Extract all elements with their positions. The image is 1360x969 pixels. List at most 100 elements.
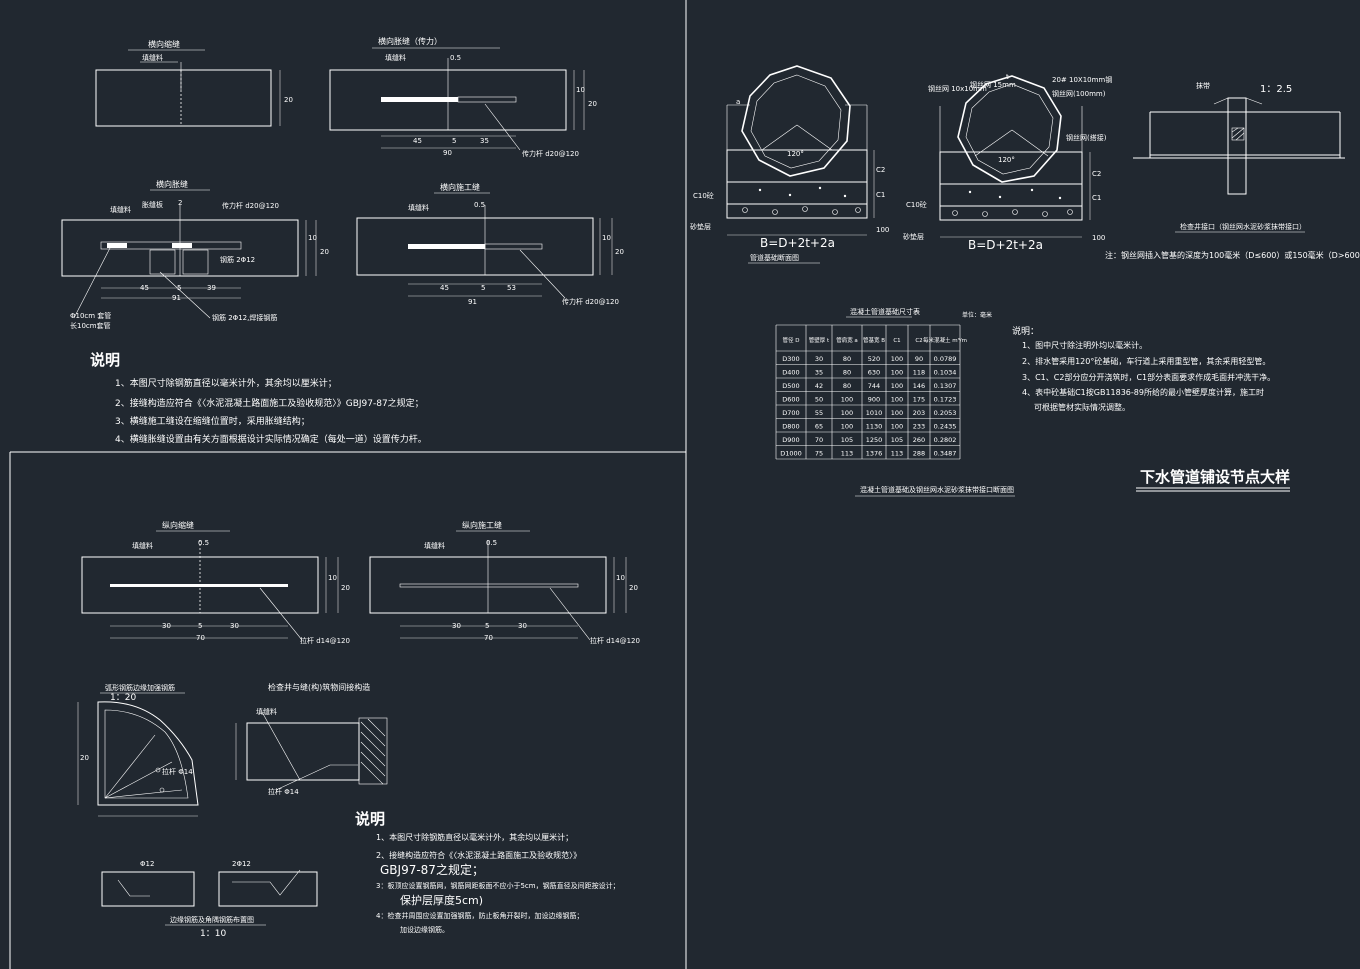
board-label-c: 胀缝板 [142, 200, 163, 209]
note-r-4: 4、表中砼基础C1按GB11836-89所给的最小管壁厚度计算，施工时 [1022, 387, 1264, 397]
table-cell: D900 [782, 436, 799, 444]
table-cell: 260 [913, 436, 925, 444]
detail-f-title: 纵向施工缝 [462, 520, 502, 530]
dim-10-b: 10 [576, 86, 585, 94]
dim-20-a: 20 [284, 96, 293, 104]
note-r-3: 3、C1、C2部分应分开浇筑时，C1部分表面要求作成毛面并冲洗干净。 [1022, 372, 1275, 382]
table-cell: 100 [891, 382, 903, 390]
dim-45-c: 45 [140, 284, 149, 292]
note-tl-3: 3、横缝施工缝设在缩缝位置时，采用胀缝结构； [115, 415, 310, 427]
dim-53-d: 53 [507, 284, 516, 292]
detail-b-title: 横向胀缝（传力） [378, 36, 442, 46]
dim-5-b: 5 [452, 137, 456, 145]
sheet-title: 下水管道铺设节点大样 [1140, 468, 1290, 486]
table-cell: 80 [843, 355, 851, 363]
table-cell: 900 [868, 396, 880, 404]
detail-small-edge-bars: Φ12 2Φ12 边缘钢筋及角隅钢筋布置图 1：10 [101, 860, 318, 939]
foot-note: 注：钢丝网插入管基的深度为100毫米（D≤600）或150毫米（D>600）。 [1105, 250, 1360, 260]
note-r-2: 2、排水管采用120°砼基础，车行道上采用重型管，其余采用轻型管。 [1022, 356, 1270, 366]
table-header-cell: 每米混凝土 m³/m [923, 336, 967, 344]
dim-2-c: 2 [178, 199, 182, 207]
dim-20-e: 20 [341, 584, 350, 592]
dim-05-f: 0.5 [486, 539, 497, 547]
dim-20-d: 20 [615, 248, 624, 256]
c10-label-2: C10砼 [906, 200, 927, 209]
dim-10-c: 10 [308, 234, 317, 242]
table-header-cell: C2 [915, 338, 922, 344]
filler-label-a: 填缝料 [142, 53, 163, 62]
table-cell: 30 [815, 355, 823, 363]
table-header-cell: 管径 D [783, 336, 800, 344]
table-cell: 113 [891, 450, 903, 458]
dim-30-e1: 30 [162, 622, 171, 630]
dim-5-f: 5 [485, 622, 489, 630]
note-r-5: 可根据管材实际情况调整。 [1034, 402, 1130, 412]
small-a-label: Φ12 [140, 860, 154, 868]
table-cell: 70 [815, 436, 823, 444]
table-cell: 175 [913, 396, 925, 404]
t-label-2: t [1006, 73, 1009, 81]
table-cell: 50 [815, 396, 823, 404]
dim-20-b: 20 [588, 100, 597, 108]
note-tl-1: 1、本图尺寸除钢筋直径以毫米计外，其余均以厘米计； [115, 377, 337, 389]
table-caption: 混凝土管道基础及钢丝网水泥砂浆抹带接口断面图 [860, 485, 1014, 494]
small-detail-scale: 1：10 [200, 929, 226, 939]
table-cell: 100 [891, 369, 903, 377]
v100-label-2: 100 [1092, 234, 1105, 242]
table-cell: 288 [913, 450, 925, 458]
table-cell: 105 [891, 436, 903, 444]
note-bl-7: 加设边缘钢筋。 [400, 925, 449, 934]
wall-bar-label: 拉杆 Φ14 [268, 787, 299, 796]
table-cell: 80 [843, 382, 851, 390]
detail-transverse-contraction-joint: 横向缩缝 填缝料 20 [95, 39, 293, 127]
sand-label-2: 砂垫层 [903, 232, 924, 241]
bar-label-c2: 钢筋 2Φ12,焊接钢筋 [212, 313, 277, 322]
dim-70-f: 70 [484, 634, 493, 642]
c2-label-1: C2 [876, 166, 885, 174]
notes-bottom-left: 说明 1、本图尺寸除钢筋直径以毫米计外，其余均以厘米计； 2、接缝构造应符合《〈… [355, 810, 620, 934]
pipe-section-2: 120° 钢丝网 10x10mm 钢丝网 15mm 20# 10X10mm钢 钢… [903, 73, 1112, 252]
table-cell: 55 [815, 409, 823, 417]
detail-transverse-expansion-joint-dowel: 横向胀缝（传力） 填缝料 0.5 45 5 35 90 传力杆 d20@120 … [329, 36, 597, 158]
table-cell: 80 [843, 369, 851, 377]
table-cell: 100 [891, 396, 903, 404]
table-cell: 520 [868, 355, 880, 363]
wall-filler-label: 填缝料 [256, 707, 277, 716]
dim-5-e: 5 [198, 622, 202, 630]
dim-91-d: 91 [468, 298, 477, 306]
mesh-label-a: 钢丝网 10x10mm [928, 84, 987, 93]
table-cell: 1376 [866, 450, 883, 458]
table-cell: D800 [782, 423, 799, 431]
tie-label-e: 拉杆 d14@120 [300, 636, 350, 645]
dim-05-b: 0.5 [450, 54, 461, 62]
detail-wall-connection: 检查井与缝(构)筑物间接构造 拉杆 Φ14 填缝料 [235, 682, 388, 796]
detail-transverse-expansion-joint: 横向胀缝 填缝料 胀缝板 2 传力杆 d20@120 钢筋 2Φ12 45 5 … [61, 179, 329, 330]
c1-label-2: C1 [1092, 194, 1101, 202]
table-cell: 744 [868, 382, 880, 390]
mesh-label-b: 钢丝网 15mm [970, 80, 1016, 89]
pipe2-formula: B=D+2t+2a [968, 238, 1043, 252]
dim-91-c: 91 [172, 294, 181, 302]
table-cell: 1250 [866, 436, 883, 444]
notes-title-right: 说明： [1012, 325, 1039, 337]
table-title: 混凝土管道基础尺寸表 [850, 307, 920, 316]
note-bl-2: 2、接缝构造应符合《〈水泥混凝土路面施工及验收规范〉》 [376, 850, 581, 860]
table-cell: 90 [915, 355, 923, 363]
detail-longitudinal-construction-joint: 纵向施工缝 填缝料 0.5 30 5 30 70 拉杆 d14@120 10 2… [369, 520, 640, 645]
table-cell: 0.2435 [934, 423, 957, 431]
small-detail-title: 边缘钢筋及角隅钢筋布置图 [170, 915, 254, 924]
dim-20-f: 20 [629, 584, 638, 592]
detail-transverse-construction-joint: 横向施工缝 填缝料 0.5 45 5 53 91 传力杆 d20@120 10 … [356, 182, 624, 306]
table-cell: 65 [815, 423, 823, 431]
dim-45-b: 45 [413, 137, 422, 145]
table-cell: 118 [913, 369, 925, 377]
table-cell: 1130 [866, 423, 883, 431]
note-tl-2: 2、接缝构造应符合《〈水泥混凝土路面施工及验收规范〉》GBJ97-87之规定； [115, 397, 424, 409]
sand-label-1: 砂垫层 [690, 222, 711, 231]
table-cell: 0.1034 [934, 369, 957, 377]
table-cell: 0.2802 [934, 436, 957, 444]
dim-05-e: 0.5 [198, 539, 209, 547]
dim-90-b: 90 [443, 149, 452, 157]
table-cell: 233 [913, 423, 925, 431]
table-header-cell: 管基宽 B [863, 336, 885, 344]
